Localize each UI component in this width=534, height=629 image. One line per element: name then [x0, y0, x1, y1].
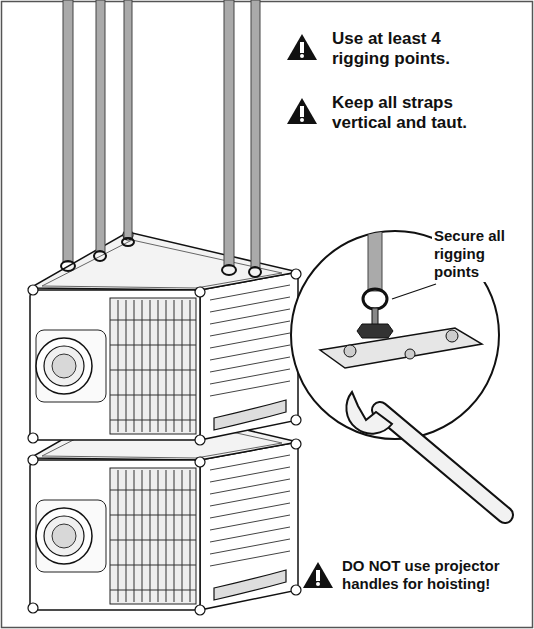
- wrench: [346, 392, 505, 515]
- warning-text: Keep all straps vertical and taut.: [330, 92, 499, 135]
- rigging-straps: [63, 0, 260, 268]
- warning-icons: [287, 34, 333, 588]
- callout-label: Secure all rigging points: [432, 226, 528, 282]
- warning-text: DO NOT use projector handles for hoistin…: [340, 556, 526, 594]
- strap-eyes: [61, 238, 261, 277]
- warning-text: Use at least 4 rigging points.: [330, 28, 499, 71]
